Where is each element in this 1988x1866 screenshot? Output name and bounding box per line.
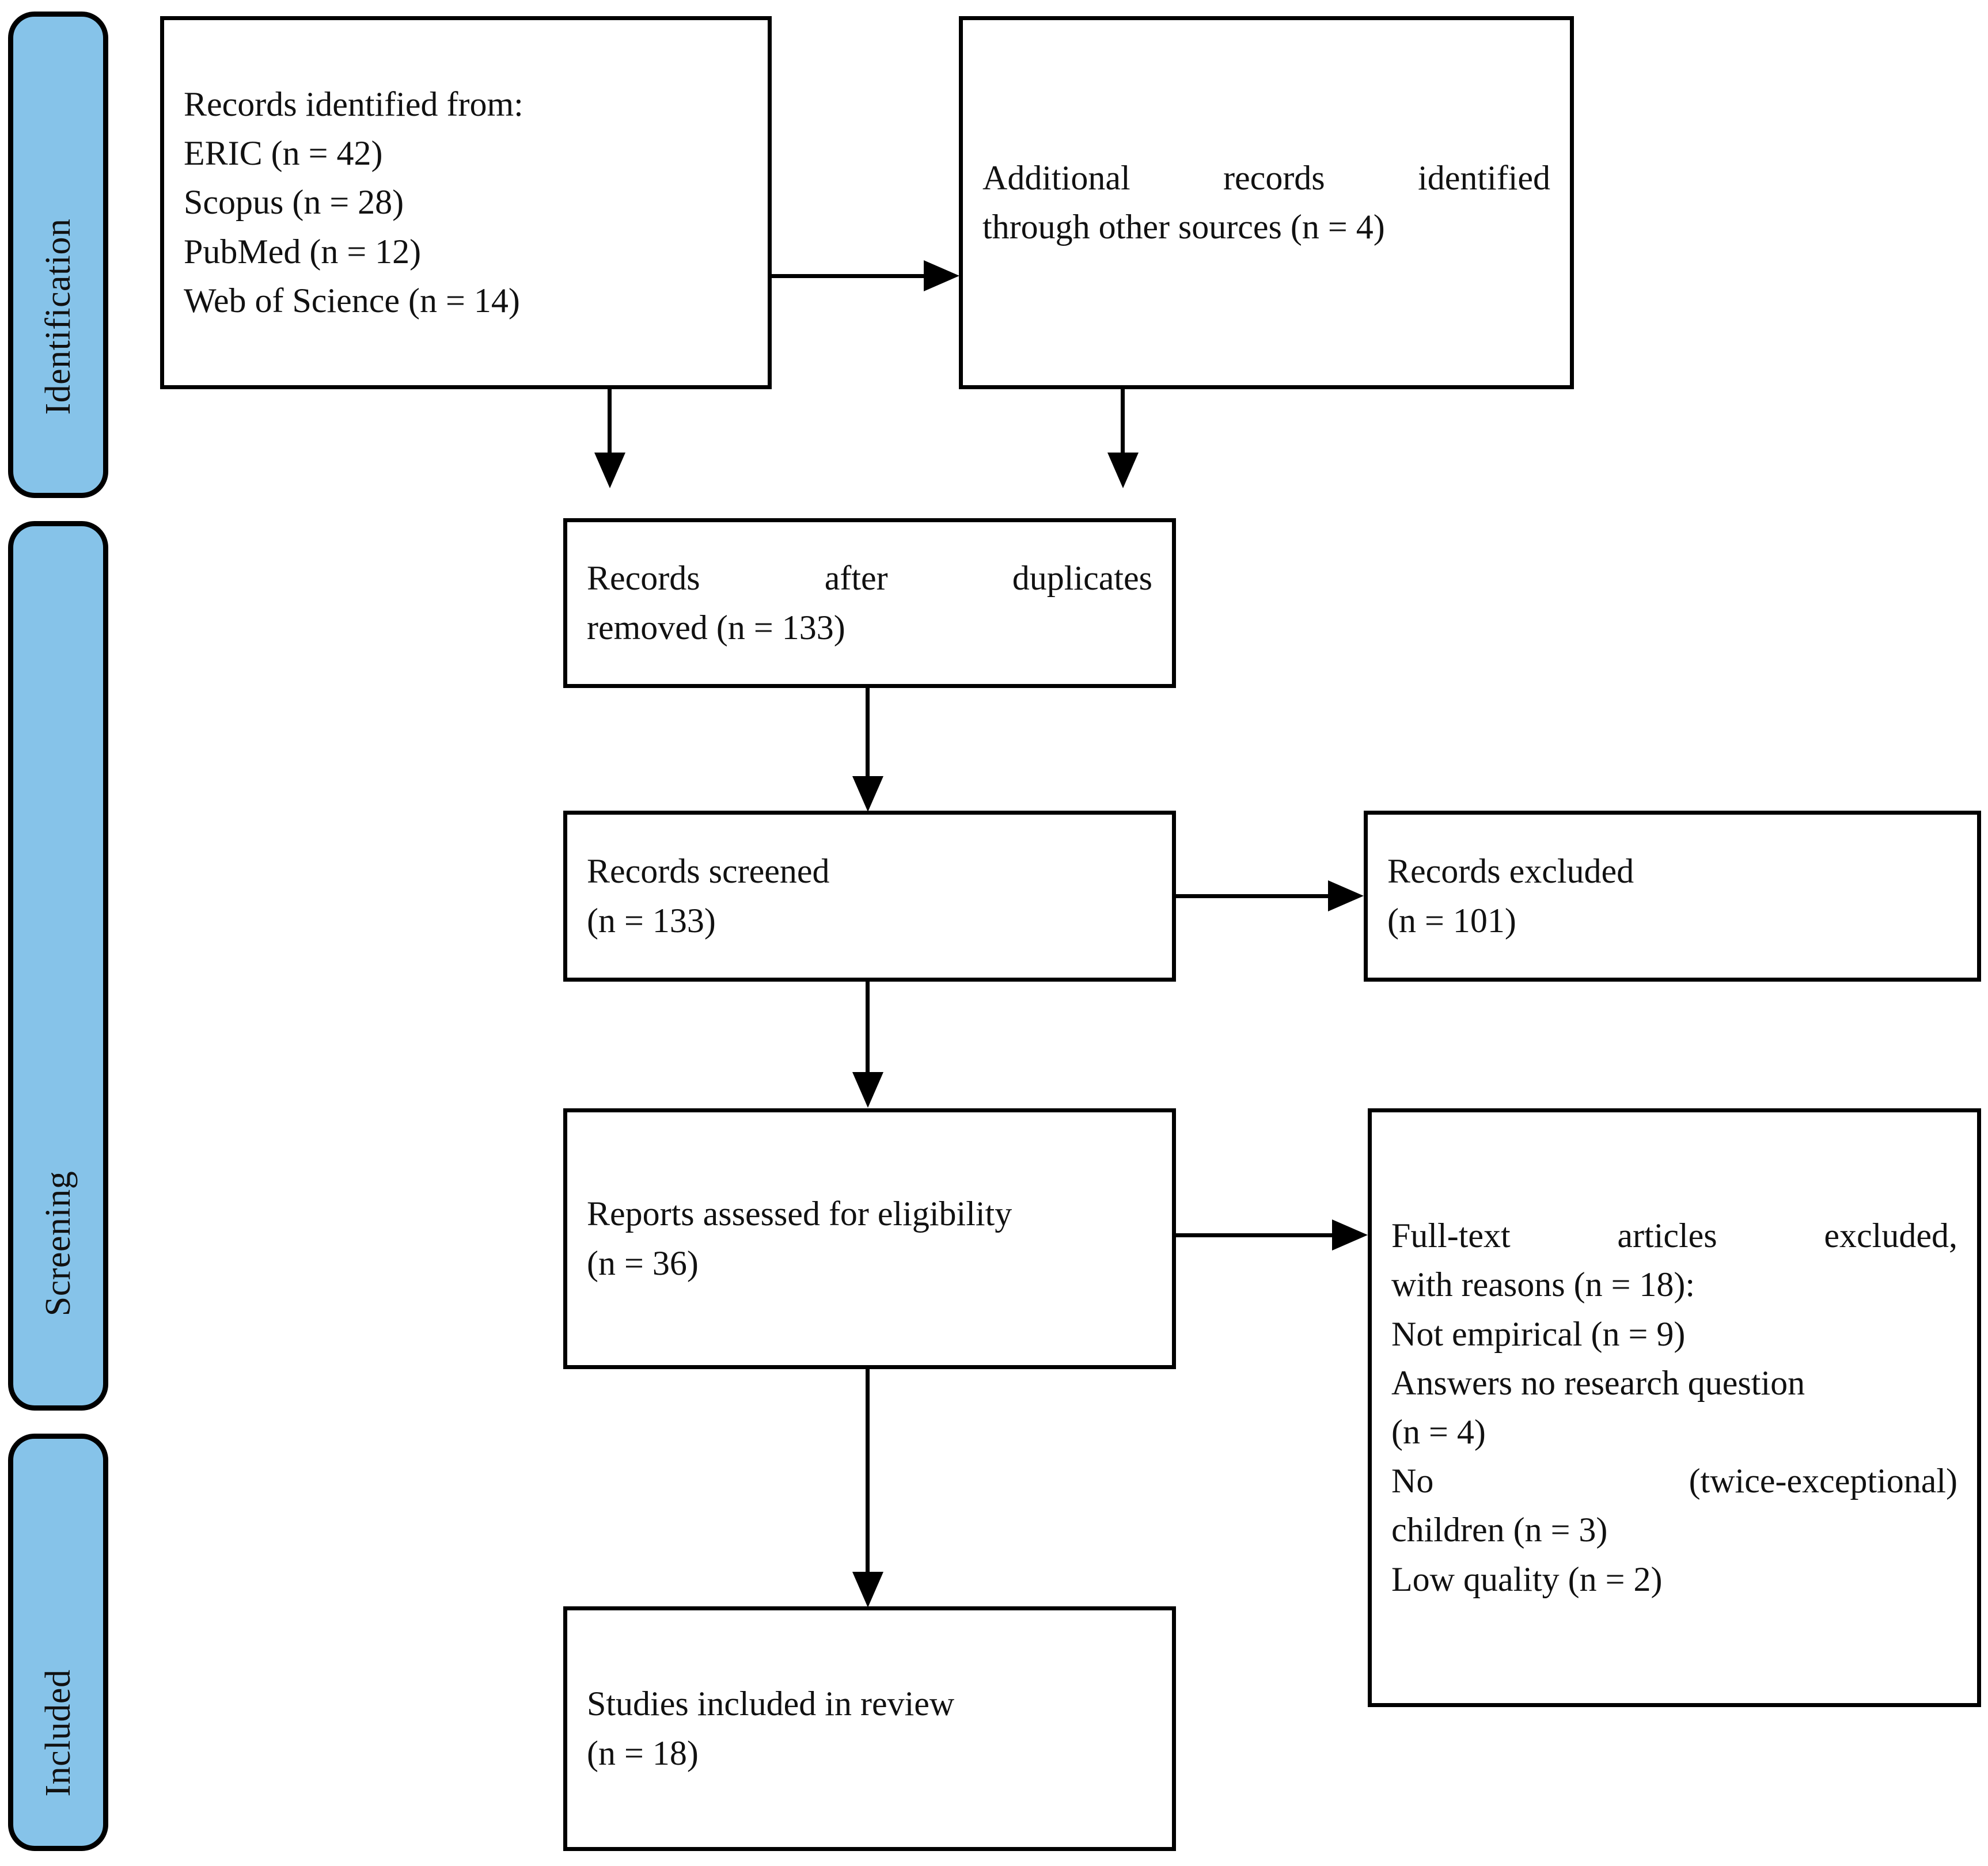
connector-assessed-to-fulltext [1176, 1233, 1334, 1237]
box-records-excluded-content: Records excluded (n = 101) [1368, 847, 1977, 945]
arrowhead-screened-to-assessed [852, 1072, 883, 1108]
arrowhead-additional-to-duplicates [1107, 453, 1139, 488]
fulltext-excluded-line-1: Full-text articles excluded, [1391, 1217, 1957, 1255]
box-reports-assessed-content: Reports assessed for eligibility (n = 36… [567, 1189, 1172, 1287]
records-identified-line-2: ERIC (n = 42) [184, 134, 383, 173]
stage-label-included: Included [39, 1669, 78, 1797]
box-additional-records-content: Additional records identified through ot… [963, 154, 1570, 252]
reports-assessed-line-2: (n = 36) [587, 1244, 699, 1282]
connector-identified-to-duplicates [608, 389, 612, 454]
duplicates-removed-line-2: removed (n = 133) [587, 608, 845, 647]
duplicates-removed-line-1: Records after duplicates [587, 559, 1152, 598]
arrowhead-identified-to-duplicates [594, 453, 625, 488]
box-fulltext-excluded: Full-text articles excluded, with reason… [1368, 1108, 1981, 1707]
reports-assessed-line-1: Reports assessed for eligibility [587, 1195, 1012, 1233]
box-additional-records: Additional records identified through ot… [959, 16, 1574, 389]
connector-identified-to-additional [772, 274, 925, 278]
box-studies-included-content: Studies included in review (n = 18) [567, 1679, 1172, 1777]
records-identified-line-4: PubMed (n = 12) [184, 232, 422, 271]
fulltext-excluded-line-3: Not empirical (n = 9) [1391, 1314, 1686, 1353]
stage-bar-included: Included [8, 1434, 108, 1851]
records-identified-line-1: Records identified from: [184, 85, 523, 124]
fulltext-excluded-line-2: with reasons (n = 18): [1391, 1265, 1695, 1304]
fulltext-excluded-line-6: No (twice-exceptional) [1391, 1462, 1957, 1500]
arrowhead-assessed-to-fulltext [1332, 1219, 1368, 1251]
fulltext-excluded-line-7: children (n = 3) [1391, 1511, 1608, 1549]
studies-included-line-1: Studies included in review [587, 1685, 955, 1723]
fulltext-excluded-line-4: Answers no research question [1391, 1363, 1805, 1402]
box-records-screened: Records screened (n = 133) [563, 811, 1176, 982]
stage-label-screening: Screening [39, 1170, 78, 1317]
connector-duplicates-to-screened [866, 688, 870, 777]
additional-records-line-2: through other sources (n = 4) [982, 208, 1385, 246]
stage-bar-identification: Identification [8, 12, 108, 498]
connector-screened-to-excluded [1176, 894, 1330, 898]
stage-bar-screening: Screening [8, 521, 108, 1411]
connector-additional-to-duplicates [1121, 389, 1125, 454]
box-reports-assessed: Reports assessed for eligibility (n = 36… [563, 1108, 1176, 1369]
arrowhead-screened-to-excluded [1328, 880, 1364, 911]
records-excluded-line-2: (n = 101) [1387, 901, 1516, 940]
additional-records-line-1: Additional records identified [982, 158, 1550, 197]
records-screened-line-2: (n = 133) [587, 901, 716, 940]
studies-included-line-2: (n = 18) [587, 1734, 699, 1772]
arrowhead-identified-to-additional [924, 260, 959, 291]
arrowhead-assessed-to-included [852, 1572, 883, 1607]
connector-assessed-to-included [866, 1369, 870, 1574]
records-excluded-line-1: Records excluded [1387, 852, 1634, 891]
box-records-identified-content: Records identified from: ERIC (n = 42) S… [164, 80, 768, 325]
records-identified-line-5: Web of Science (n = 14) [184, 281, 520, 320]
box-fulltext-excluded-content: Full-text articles excluded, with reason… [1372, 1211, 1977, 1604]
records-identified-line-3: Scopus (n = 28) [184, 183, 404, 222]
box-records-screened-content: Records screened (n = 133) [567, 847, 1172, 945]
fulltext-excluded-line-5: (n = 4) [1391, 1413, 1486, 1451]
box-duplicates-removed: Records after duplicates removed (n = 13… [563, 518, 1176, 688]
box-records-excluded: Records excluded (n = 101) [1364, 811, 1981, 982]
box-studies-included: Studies included in review (n = 18) [563, 1606, 1176, 1851]
arrowhead-duplicates-to-screened [852, 776, 883, 812]
box-records-identified: Records identified from: ERIC (n = 42) S… [160, 16, 772, 389]
stage-label-identification: Identification [39, 218, 78, 415]
records-screened-line-1: Records screened [587, 852, 830, 891]
connector-screened-to-assessed [866, 982, 870, 1074]
box-duplicates-removed-content: Records after duplicates removed (n = 13… [567, 554, 1172, 652]
fulltext-excluded-line-8: Low quality (n = 2) [1391, 1560, 1663, 1598]
